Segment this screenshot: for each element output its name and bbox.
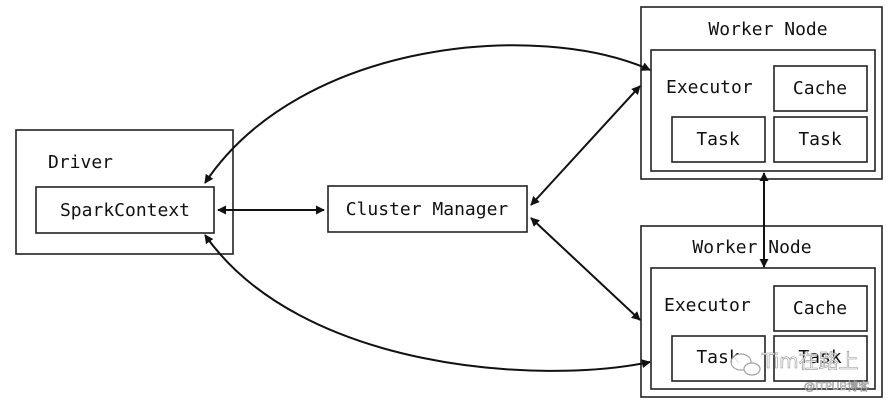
watermark-text: Tim在路上 — [761, 349, 859, 373]
worker-node-title: Worker Node — [692, 237, 811, 258]
arrow-driver-to-worker-2 — [204, 234, 651, 372]
driver-title: Driver — [48, 152, 113, 173]
task-label: Task — [798, 347, 842, 368]
cluster-manager-label: Cluster Manager — [346, 199, 509, 220]
task-label: Task — [696, 129, 740, 150]
worker-node-title: Worker Node — [708, 19, 827, 40]
cluster-manager-box — [327, 185, 528, 233]
task-label: Task — [696, 347, 740, 368]
executor-label: Executor — [666, 77, 753, 98]
task-label: Task — [798, 129, 842, 150]
cache-box — [773, 285, 868, 332]
cache-box — [773, 65, 868, 112]
task-box — [773, 116, 868, 163]
watermark-subtext: @ITPUB博客 — [804, 379, 869, 393]
cache-label: Cache — [793, 298, 847, 319]
arrow-driver-to-worker-1 — [204, 44, 651, 184]
task-box — [773, 335, 868, 382]
driver-node: Driver SparkContext — [15, 129, 234, 255]
chat-bubble-icon — [730, 353, 761, 376]
cache-label: Cache — [793, 78, 847, 99]
task-box — [671, 116, 766, 163]
arrow-cluster-manager-to-worker-1 — [530, 85, 641, 206]
executor-label: Executor — [664, 295, 751, 316]
spark-context-label: SparkContext — [60, 200, 190, 221]
spark-context-box — [35, 186, 215, 234]
arrow-cluster-manager-to-worker-2 — [530, 217, 641, 321]
watermark: Tim在路上 @ITPUB博客 — [730, 349, 870, 393]
worker-node-1: Worker Node Executor Cache Task Task — [640, 6, 883, 180]
cluster-manager-node: Cluster Manager — [327, 185, 528, 233]
